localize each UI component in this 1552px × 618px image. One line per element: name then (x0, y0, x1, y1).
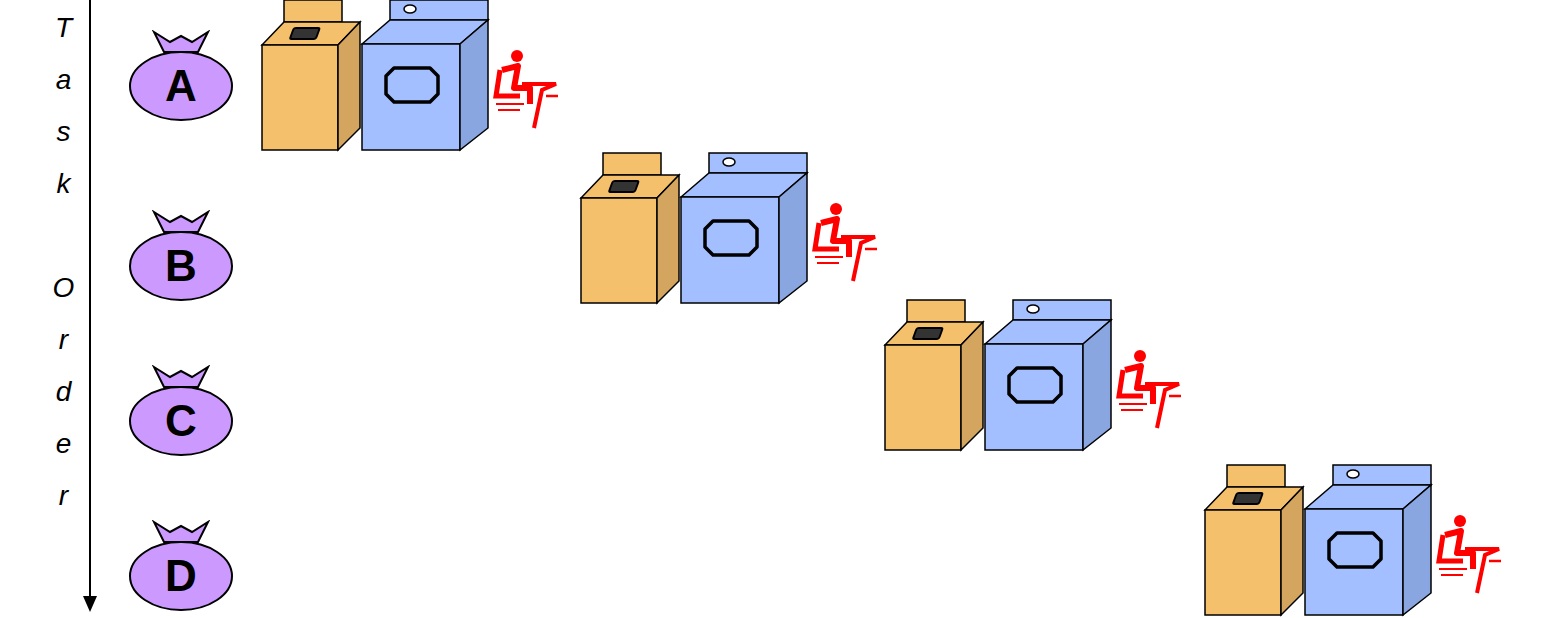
axis-label: Task Order (48, 12, 78, 532)
axis-line (89, 0, 91, 598)
bag-letter: D (128, 550, 234, 602)
laundry-station (885, 300, 1181, 450)
axis-arrowhead (83, 596, 97, 612)
laundry-bag: D (128, 520, 234, 612)
laundry-bag: B (128, 210, 234, 302)
laundry-bag: A (128, 30, 234, 122)
laundry-station (262, 0, 558, 150)
laundry-station (581, 153, 877, 303)
bag-letter: C (128, 395, 234, 447)
laundry-station (1205, 465, 1501, 615)
bag-letter: A (128, 60, 234, 112)
laundry-bag: C (128, 365, 234, 457)
bag-letter: B (128, 240, 234, 292)
